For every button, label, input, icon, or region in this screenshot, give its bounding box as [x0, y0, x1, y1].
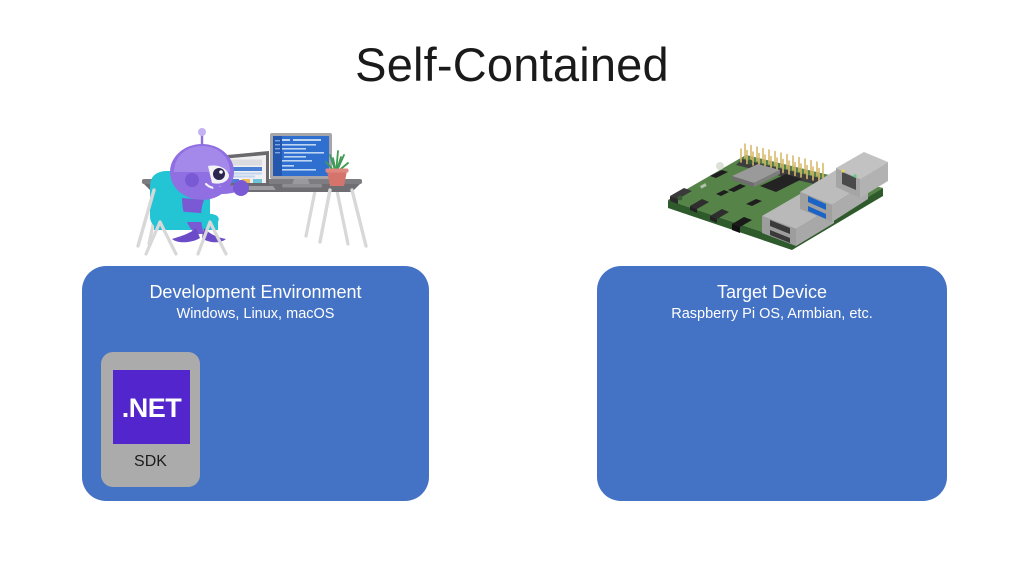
dotnet-sdk-card: .NET SDK: [101, 352, 200, 487]
page-title: Self-Contained: [355, 38, 669, 91]
dotnet-logo-icon: .NET: [113, 370, 190, 444]
panel-heading-development-environment: Development Environment: [149, 282, 362, 302]
developer-at-desk-illustration: [130, 124, 380, 261]
panel-heading-target-device: Target Device: [716, 282, 828, 302]
raspberry-pi-board-photo: [650, 124, 900, 261]
panel-subtitle-development-environment: Windows, Linux, macOS: [176, 306, 335, 322]
dotnet-logo-text: .NET: [121, 392, 182, 423]
sdk-label: SDK: [134, 453, 167, 470]
panel-target-device: Target Device Raspberry Pi OS, Armbian, …: [597, 266, 947, 501]
panel-subtitle-target-device: Raspberry Pi OS, Armbian, etc.: [671, 306, 873, 322]
